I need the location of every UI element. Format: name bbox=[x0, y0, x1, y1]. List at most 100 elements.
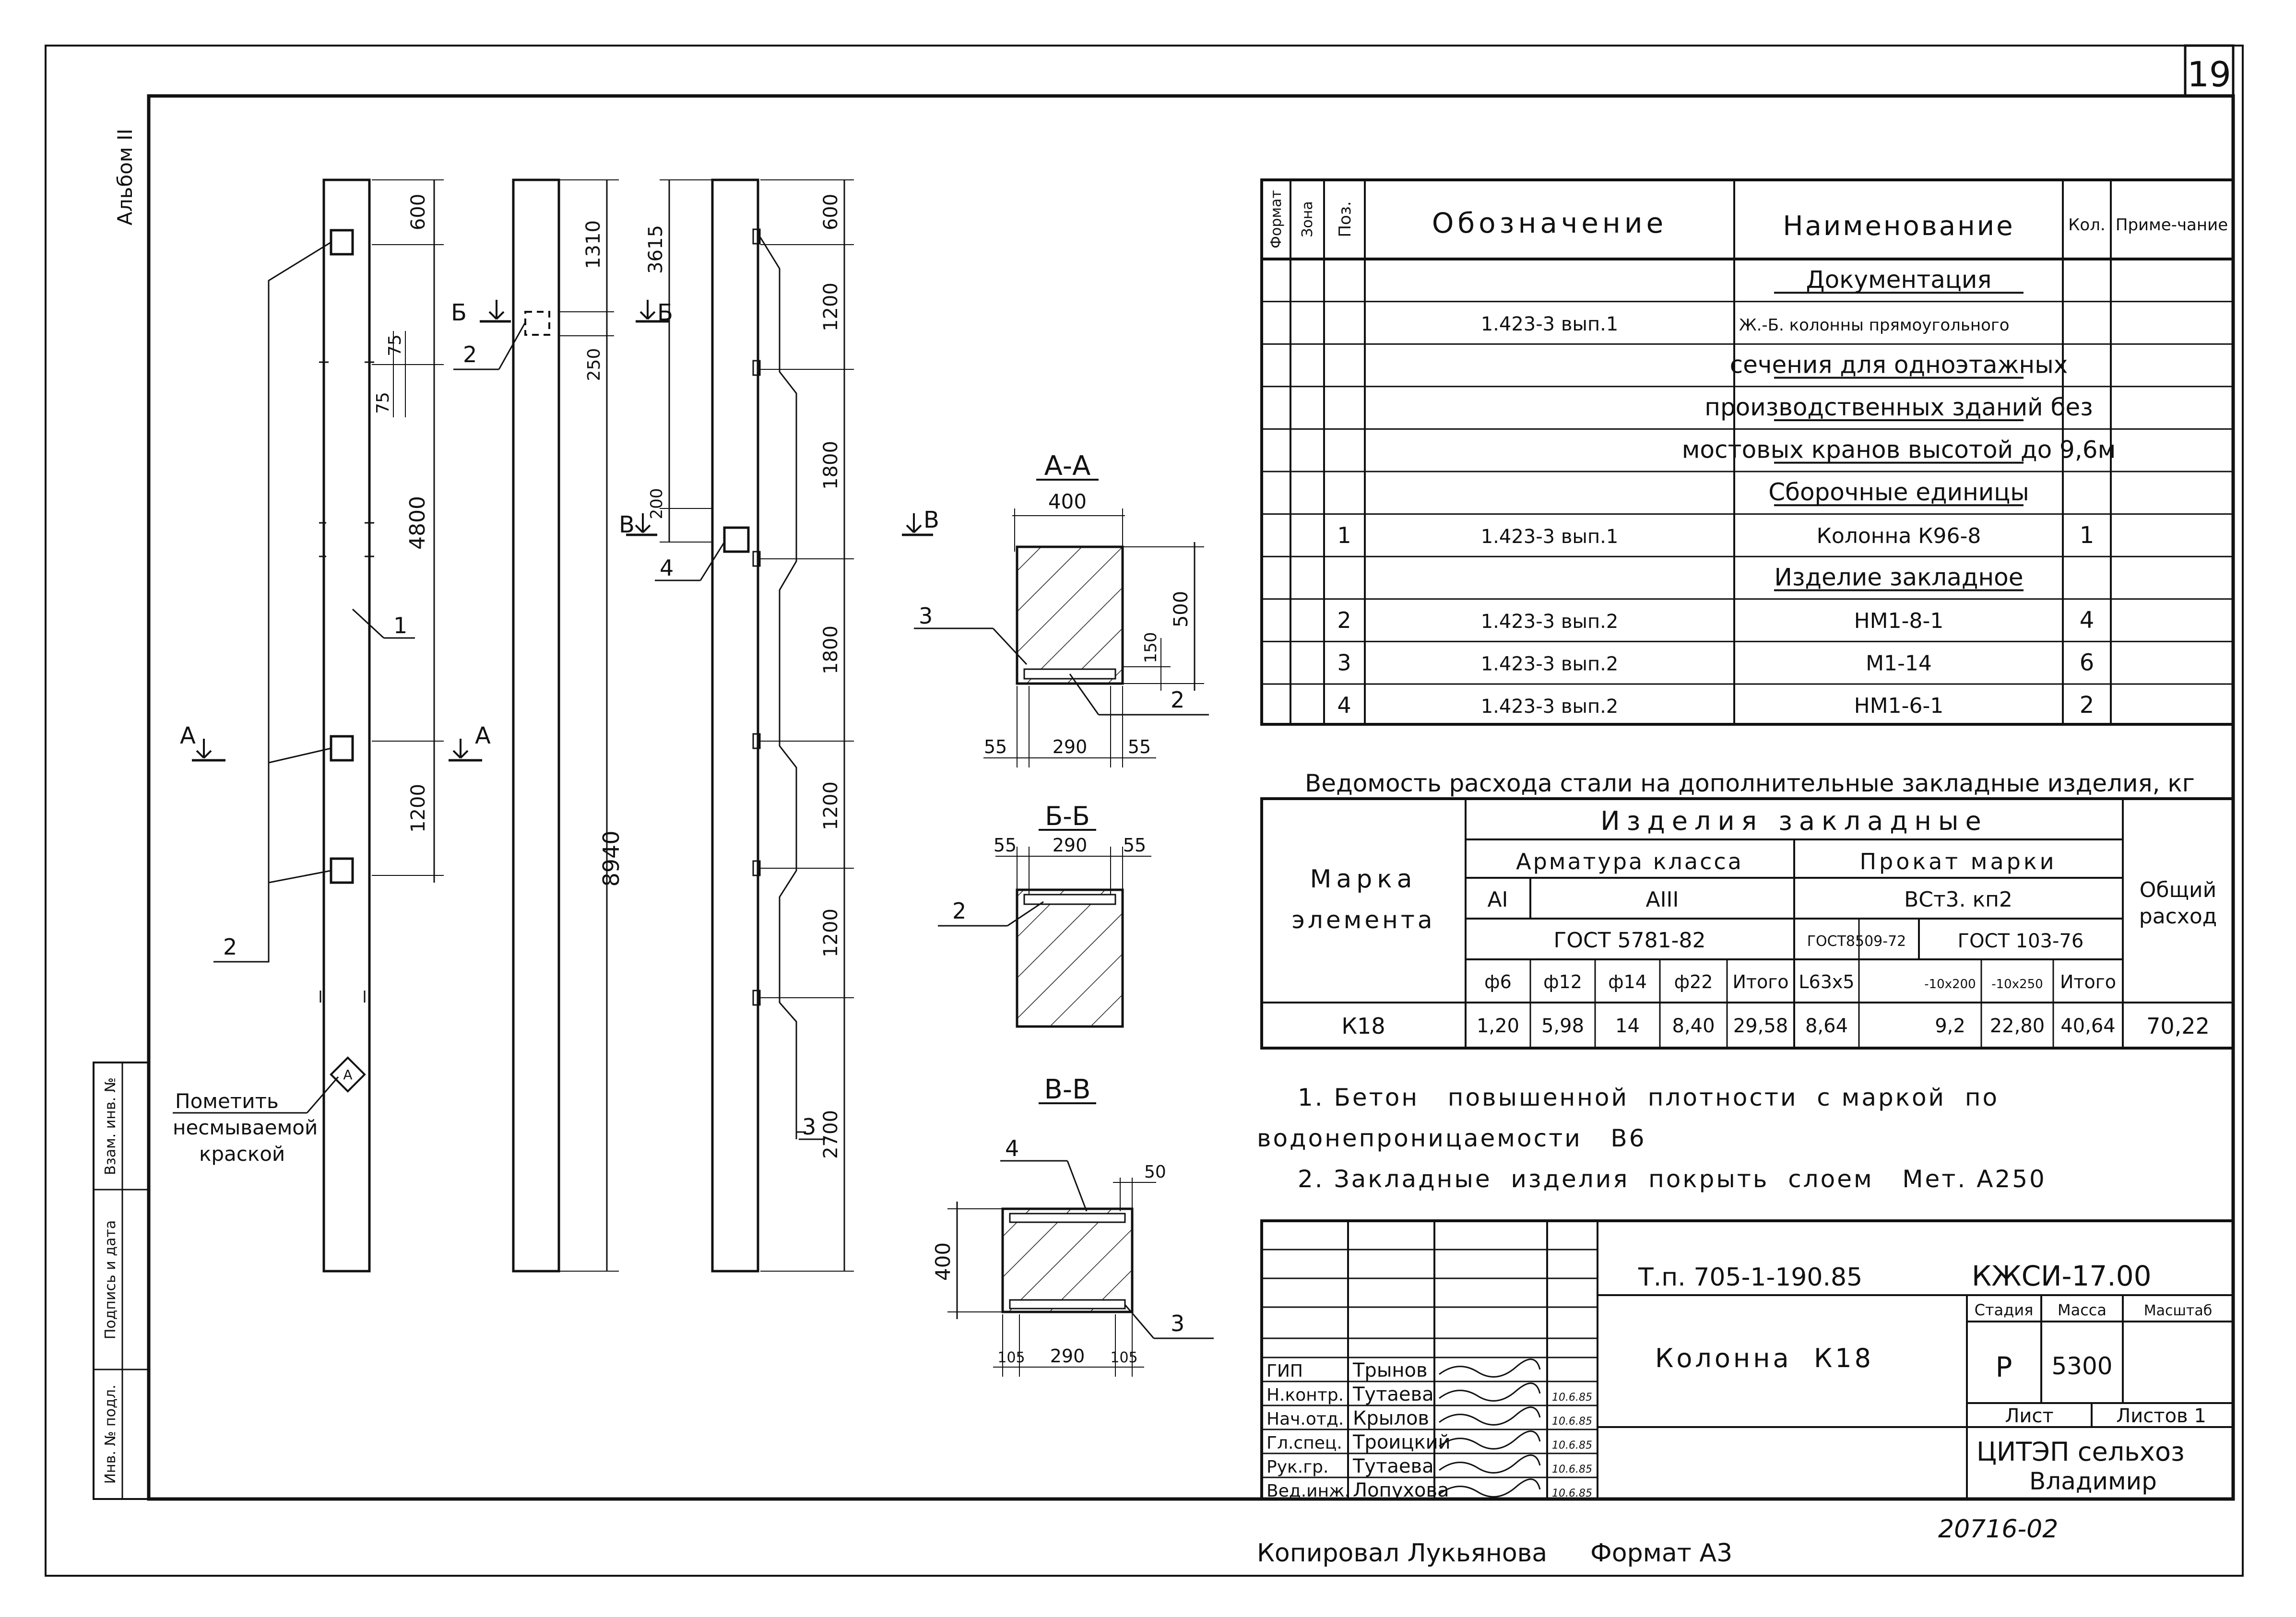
steel-total-header-1: Общий bbox=[2140, 878, 2216, 902]
signer-name: Крылов bbox=[1353, 1407, 1429, 1429]
section-vv-label-3: 3 bbox=[1171, 1310, 1184, 1336]
note-line-2: водонепроницаемости В6 bbox=[1257, 1124, 1646, 1152]
signer-name: Троицкий bbox=[1352, 1431, 1451, 1453]
section-mark-v-right: В bbox=[923, 507, 939, 533]
steel-row-value: 40,64 bbox=[2060, 1015, 2116, 1037]
embed-part-2-low bbox=[330, 857, 354, 884]
steel-sub-header: -10х250 bbox=[1991, 977, 2043, 991]
page-number-box bbox=[2184, 44, 2235, 97]
spec-designation: 1.423-3 вып.1 bbox=[1481, 526, 1619, 548]
section-vv-top: 50 bbox=[1144, 1162, 1166, 1182]
spec-head-name: Наименование bbox=[1783, 211, 2014, 242]
leader-2-col1: 2 bbox=[223, 934, 237, 960]
signature-icon bbox=[1439, 1358, 1541, 1378]
steel-row-value: 5,98 bbox=[1541, 1015, 1584, 1037]
steel-row-value: 29,58 bbox=[1733, 1015, 1788, 1037]
title-sheets-label: Листов 1 bbox=[2116, 1405, 2206, 1427]
section-vv-label-4: 4 bbox=[1005, 1135, 1019, 1161]
steel-gost-armature: ГОСТ 5781-82 bbox=[1554, 928, 1706, 953]
column-elevation-2: 1310 250 8940 2 Б Б bbox=[451, 178, 673, 1273]
signer-role: Рук.гр. bbox=[1266, 1457, 1328, 1477]
title-sheet-label: Лист bbox=[2005, 1405, 2053, 1427]
signature-icon bbox=[1439, 1382, 1541, 1402]
dim-1200-col3a: 1200 bbox=[820, 283, 842, 331]
spec-qty: 4 bbox=[2080, 607, 2095, 634]
signer-date: 10.6.85 bbox=[1552, 1487, 1592, 1499]
footer-copied: Копировал Лукьянова bbox=[1257, 1539, 1547, 1568]
signer-role: Н.контр. bbox=[1266, 1385, 1344, 1405]
signer-name: Тутаева bbox=[1352, 1455, 1434, 1477]
steel-sub-header: ф6 bbox=[1484, 971, 1512, 992]
spec-head-zone: Зона bbox=[1299, 201, 1316, 237]
steel-sub-header: Итого bbox=[2060, 971, 2116, 992]
note-paint-1: Пометить bbox=[175, 1089, 279, 1113]
dim-600: 600 bbox=[407, 194, 429, 230]
steel-sub-header: -10х200 bbox=[1924, 977, 1976, 991]
steel-row-total: 70,22 bbox=[2146, 1013, 2210, 1039]
section-aa-height: 500 bbox=[1170, 591, 1192, 627]
spec-name: М1-14 bbox=[1866, 651, 1932, 676]
dim-250: 250 bbox=[584, 348, 604, 381]
spec-designation: 1.423-3 вып.2 bbox=[1481, 696, 1619, 718]
steel-group-header: Изделия закладные bbox=[1600, 806, 1988, 836]
section-bb: Б-Б 55 290 55 2 bbox=[938, 801, 1151, 1028]
steel-mark-header-2: элемента bbox=[1291, 906, 1435, 934]
spec-pos: 1 bbox=[1337, 522, 1351, 548]
steel-total-header-2: расход bbox=[2139, 904, 2217, 929]
section-mark-a-left: А bbox=[180, 722, 196, 749]
leader-4: 4 bbox=[660, 555, 674, 581]
section-vv-height: 400 bbox=[931, 1242, 955, 1281]
footer-format: Формат А3 bbox=[1590, 1539, 1732, 1568]
dim-1800-col3b: 1800 bbox=[820, 626, 842, 674]
section-mark-a-right: А bbox=[475, 722, 491, 749]
spec-name: Сборочные единицы bbox=[1768, 478, 2029, 506]
section-bb-label-2: 2 bbox=[952, 898, 966, 924]
spec-head-note: Приме-чание bbox=[2116, 215, 2228, 235]
dim-1200-col3b: 1200 bbox=[820, 781, 842, 830]
steel-row-value: 9,2 bbox=[1935, 1015, 1965, 1037]
album-label: Альбом II bbox=[113, 129, 137, 225]
title-org-2: Владимир bbox=[2029, 1467, 2157, 1495]
dim-75a: 75 bbox=[373, 392, 393, 414]
section-vv-mid: 290 bbox=[1050, 1346, 1085, 1367]
signer-date: 10.6.85 bbox=[1552, 1392, 1592, 1404]
section-mark-b-left: Б bbox=[451, 299, 467, 326]
spec-pos: 4 bbox=[1337, 692, 1351, 718]
stamp-inv-podl: Инв. № подл. bbox=[102, 1385, 119, 1484]
steel-gost-rolled2: ГОСТ 103-76 bbox=[1958, 930, 2084, 952]
steel-row-value: 22,80 bbox=[1990, 1015, 2045, 1037]
section-vv-title: В-В bbox=[1044, 1074, 1090, 1105]
embed-part-2-mid bbox=[330, 735, 354, 762]
title-name: Колонна К18 bbox=[1655, 1343, 1874, 1373]
signer-date: 10.6.85 bbox=[1552, 1440, 1592, 1452]
spec-head-designation: Обозначение bbox=[1432, 207, 1667, 239]
steel-rolled-header: Прокат марки bbox=[1859, 849, 2057, 874]
dim-2700: 2700 bbox=[820, 1110, 842, 1159]
title-stage-label: Стадия bbox=[1975, 1301, 2034, 1319]
spec-name: сечения для одноэтажных bbox=[1730, 351, 2068, 378]
title-block: Т.п. 705-1-190.85 КЖСИ-17.00 Колонна К18… bbox=[1260, 1219, 2235, 1501]
steel-table-title: Ведомость расхода стали на дополнительны… bbox=[1305, 769, 2195, 797]
spec-head-format: Формат bbox=[1268, 190, 1285, 248]
dim-1310: 1310 bbox=[582, 220, 604, 269]
steel-table: Ведомость расхода стали на дополнительны… bbox=[1260, 769, 2235, 1050]
signature-icon bbox=[1439, 1430, 1541, 1450]
spec-pos: 3 bbox=[1337, 650, 1351, 676]
signer-date: 10.6.85 bbox=[1552, 1464, 1592, 1475]
steel-armature-header: Арматура класса bbox=[1516, 849, 1743, 874]
leader-2-col2: 2 bbox=[463, 342, 477, 367]
leader-1: 1 bbox=[393, 613, 407, 638]
dim-600-col3: 600 bbox=[820, 194, 842, 230]
section-aa-cover: 150 bbox=[1141, 632, 1160, 663]
spec-table: Формат Зона Поз. Обозначение Наименовани… bbox=[1260, 178, 2235, 726]
column-elevation-1: 600 75 75 4800 1200 1 2 А А Пометить нес… bbox=[173, 178, 491, 1273]
title-doc-number: Т.п. 705-1-190.85 bbox=[1638, 1263, 1862, 1292]
section-aa-label-2: 2 bbox=[1171, 687, 1184, 713]
section-aa-width: 400 bbox=[1048, 490, 1087, 513]
section-aa-title: А-А bbox=[1044, 450, 1091, 482]
signer-name: Лопухова bbox=[1353, 1479, 1449, 1501]
embed-part-2-top bbox=[330, 229, 354, 256]
stamp-replace-inv: Взам. инв. № bbox=[102, 1077, 119, 1175]
embed-part-2-side bbox=[524, 311, 550, 336]
steel-sub-header: ф14 bbox=[1608, 971, 1647, 992]
